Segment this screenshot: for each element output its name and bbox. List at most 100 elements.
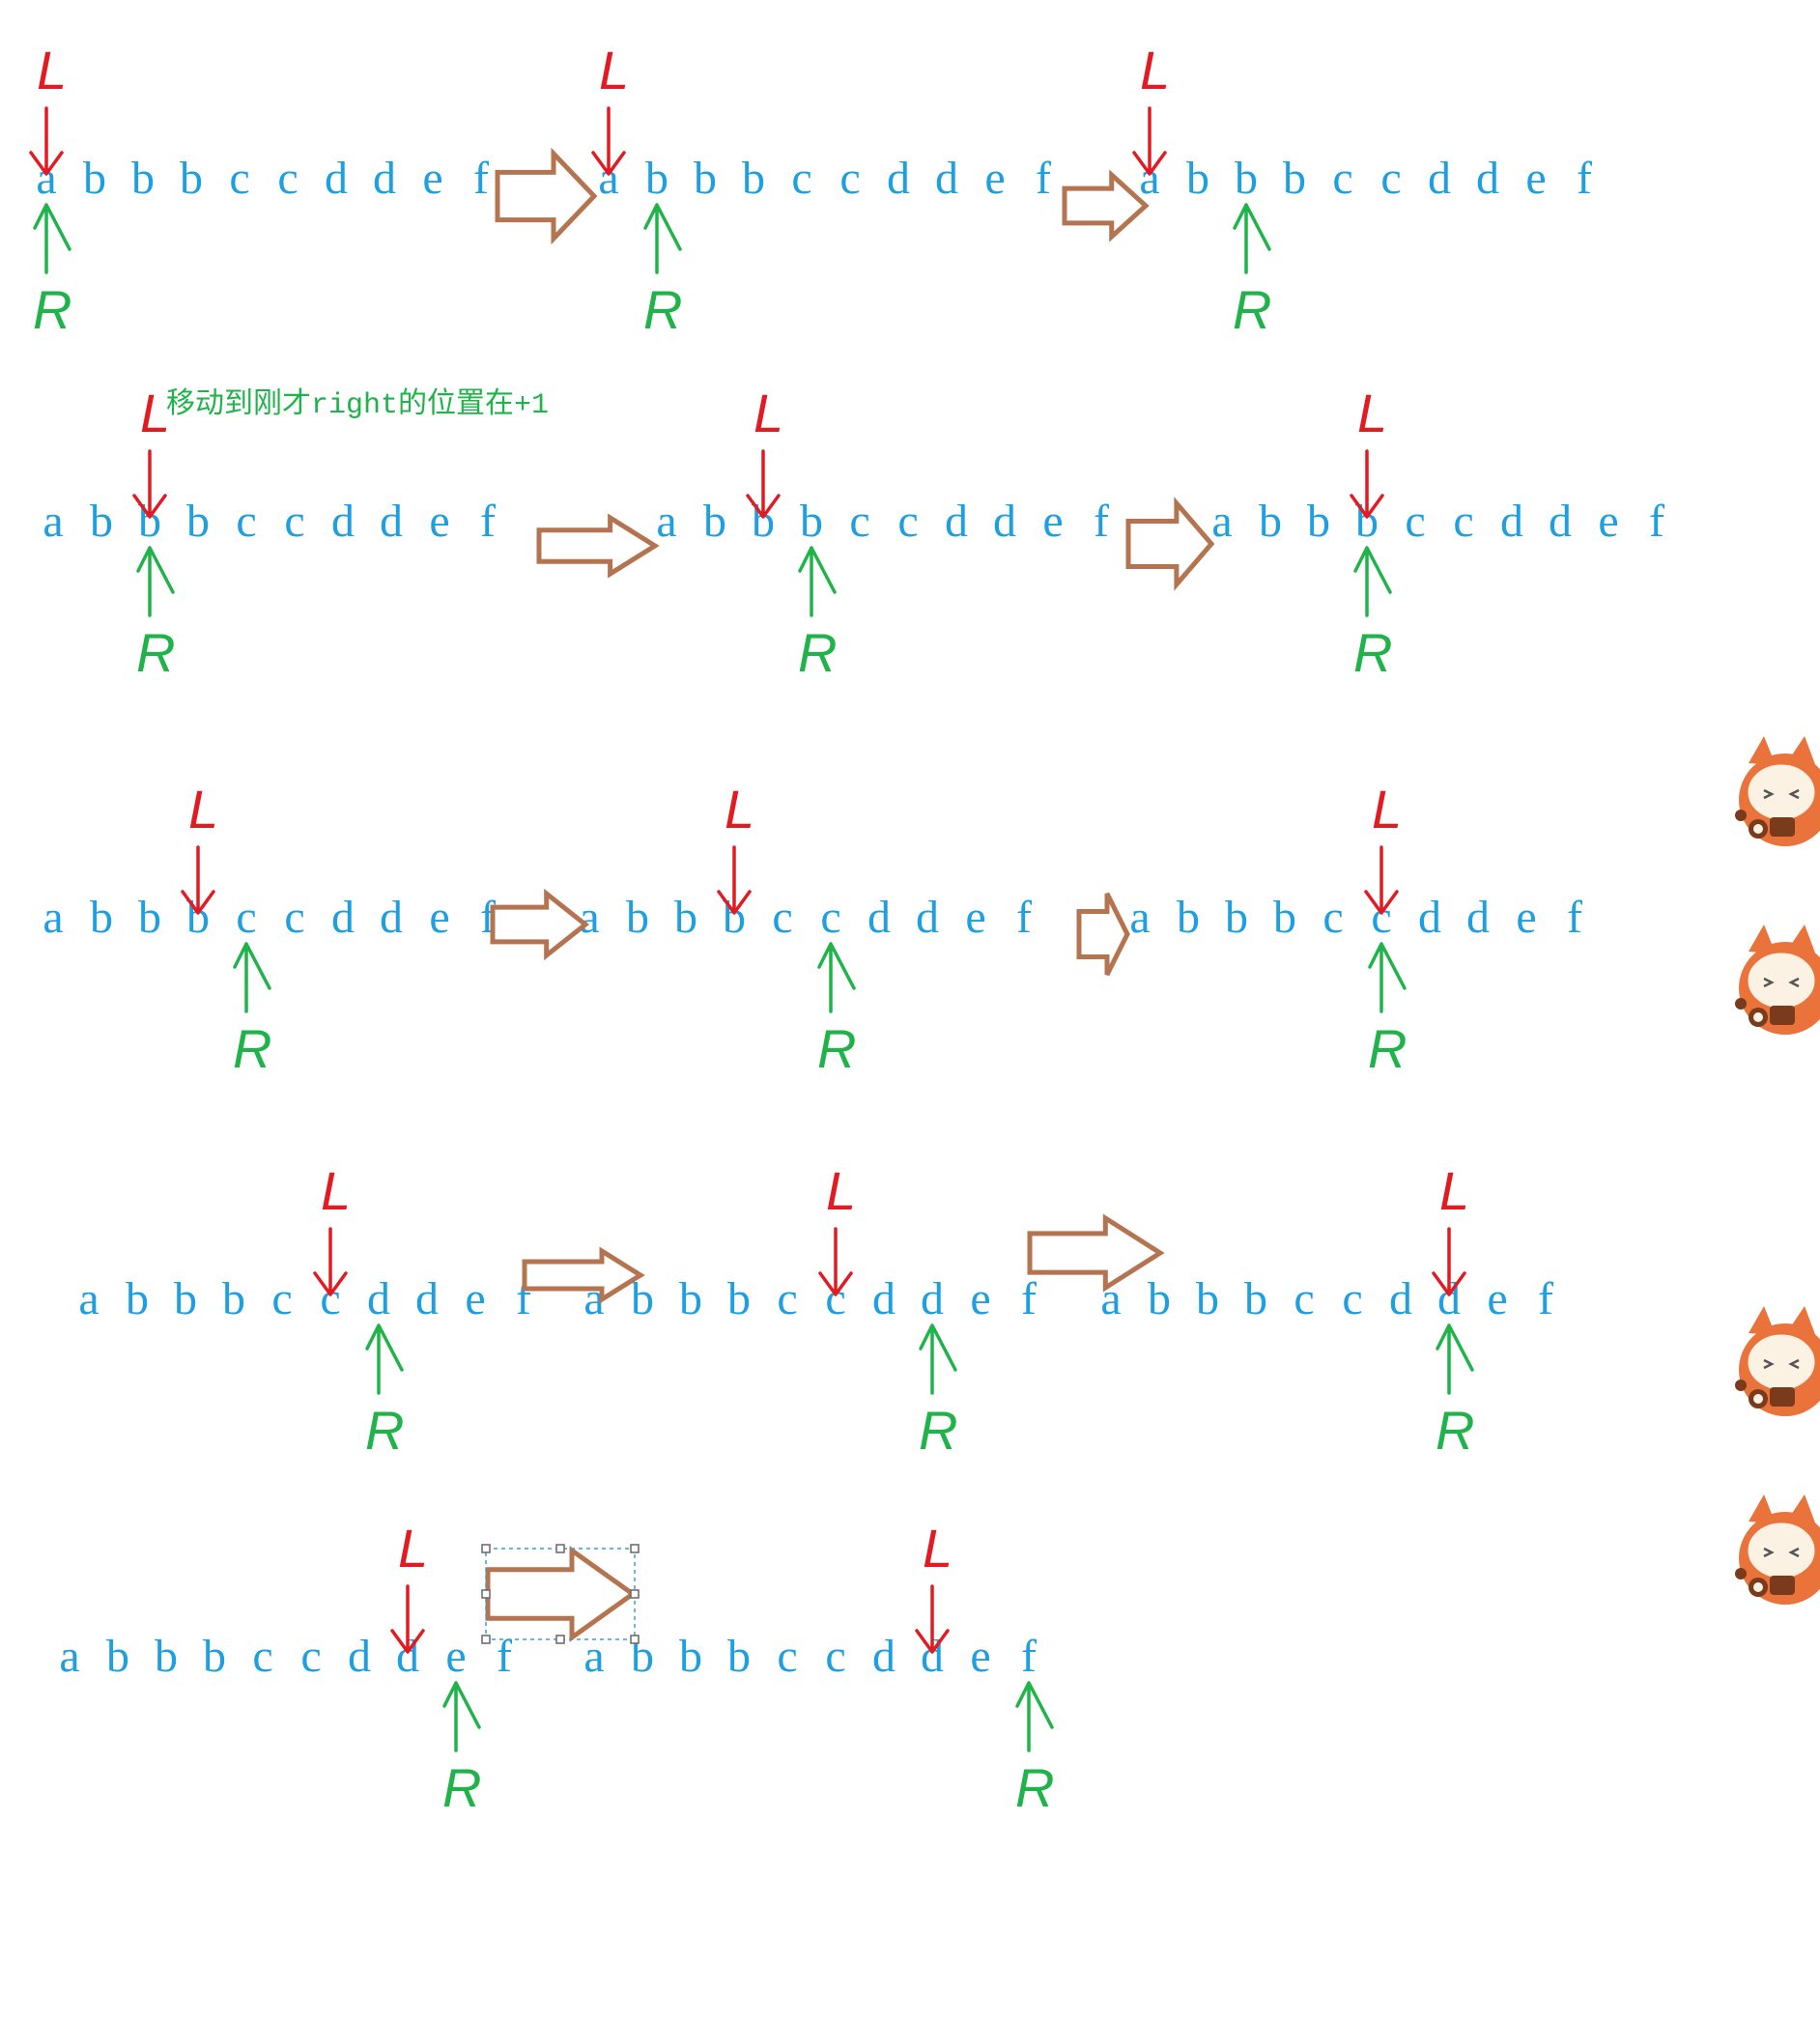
flow-arrow-icon [490, 888, 590, 961]
string-char: b [126, 1273, 149, 1324]
left-pointer-arrow [1432, 1227, 1466, 1296]
right-pointer-label: R [1233, 279, 1271, 340]
selection-handle [630, 1589, 640, 1599]
right-pointer-arrow [365, 1323, 404, 1395]
string-char: b [1235, 153, 1258, 204]
string-char: d [1476, 153, 1499, 204]
string-char: b [222, 1273, 245, 1324]
left-pointer-label: L [599, 40, 629, 100]
string-char: b [106, 1631, 129, 1682]
mascot-sticker-icon [1735, 736, 1820, 846]
string-char: b [1196, 1273, 1219, 1324]
string-char: b [727, 1273, 751, 1324]
string-char: c [236, 892, 256, 943]
string-char: e [429, 892, 449, 943]
string-char: b [155, 1631, 178, 1682]
string-char: b [186, 496, 210, 547]
string-char: b [694, 153, 717, 204]
left-pointer-label: L [37, 40, 67, 100]
left-pointer-label: L [1357, 383, 1387, 443]
string-char: a [78, 1273, 99, 1324]
string-char: d [331, 892, 355, 943]
string-char: b [1273, 892, 1296, 943]
string-char: a [59, 1631, 79, 1682]
string-char: a [656, 496, 676, 547]
selection-handle [481, 1544, 491, 1553]
string-char: e [422, 153, 442, 204]
right-pointer-label: R [643, 279, 682, 340]
string-char: b [1177, 892, 1200, 943]
left-pointer-label: L [140, 383, 170, 443]
string-char: c [825, 1631, 845, 1682]
left-pointer-label: L [725, 779, 754, 839]
string-char: b [674, 892, 697, 943]
right-pointer-arrow [1368, 942, 1407, 1013]
left-pointer-arrow [1350, 449, 1384, 519]
string-char: b [626, 892, 649, 943]
right-pointer-label: R [1436, 1400, 1474, 1461]
string-char: b [1244, 1273, 1267, 1324]
left-pointer-label: L [1140, 40, 1170, 100]
string-char: e [445, 1631, 466, 1682]
string-char: a [43, 496, 63, 547]
flow-arrow-icon [1062, 169, 1150, 242]
right-pointer-arrow [136, 546, 175, 617]
string-char: b [1307, 496, 1330, 547]
string-char: b [645, 153, 668, 204]
string-char: f [1036, 153, 1051, 204]
string-char: d [1549, 496, 1572, 547]
string-char: d [367, 1273, 390, 1324]
string-char: e [1598, 496, 1618, 547]
flow-arrow-icon [522, 1246, 645, 1304]
string-char: d [916, 892, 939, 943]
string-char: e [465, 1273, 485, 1324]
string-char: f [497, 1631, 512, 1682]
string-char: d [1389, 1273, 1412, 1324]
string-char: f [1021, 1273, 1037, 1324]
right-pointer-label: R [817, 1018, 856, 1079]
right-pointer-label: R [233, 1018, 271, 1079]
right-pointer-arrow [1233, 203, 1271, 274]
left-pointer-arrow [313, 1227, 348, 1296]
string-char: c [284, 496, 304, 547]
string-char: f [1577, 153, 1592, 204]
left-pointer-label: L [1372, 779, 1402, 839]
string-char: c [229, 153, 249, 204]
right-pointer-arrow [233, 942, 271, 1013]
string-char: d [348, 1631, 371, 1682]
right-pointer-arrow [643, 203, 682, 274]
string-char: d [887, 153, 910, 204]
string-char: c [897, 496, 918, 547]
string-char: d [921, 1273, 944, 1324]
string-char: d [1418, 892, 1441, 943]
string-char: c [849, 496, 869, 547]
string-char: e [429, 496, 449, 547]
string-char: b [742, 153, 765, 204]
string-char: c [772, 892, 792, 943]
left-pointer-label: L [754, 383, 783, 443]
left-pointer-arrow [717, 845, 752, 915]
string-char: f [1021, 1631, 1037, 1682]
string-char: d [945, 496, 968, 547]
string-char: c [277, 153, 298, 204]
string-char: c [1332, 153, 1352, 204]
right-pointer-label: R [798, 622, 837, 683]
right-pointer-arrow [1015, 1681, 1054, 1752]
string-char: a [43, 892, 63, 943]
left-pointer-label: L [188, 779, 218, 839]
selection-handle [555, 1544, 565, 1553]
string-char: b [1148, 1273, 1171, 1324]
left-pointer-label: L [923, 1518, 953, 1579]
string-char: b [131, 153, 155, 204]
left-pointer-label: L [826, 1160, 856, 1221]
string-char: b [1186, 153, 1209, 204]
string-char: b [1283, 153, 1306, 204]
string-char: b [703, 496, 726, 547]
right-pointer-label: R [365, 1400, 404, 1461]
string-char: f [1016, 892, 1032, 943]
flow-arrows-layer [481, 147, 1215, 1644]
